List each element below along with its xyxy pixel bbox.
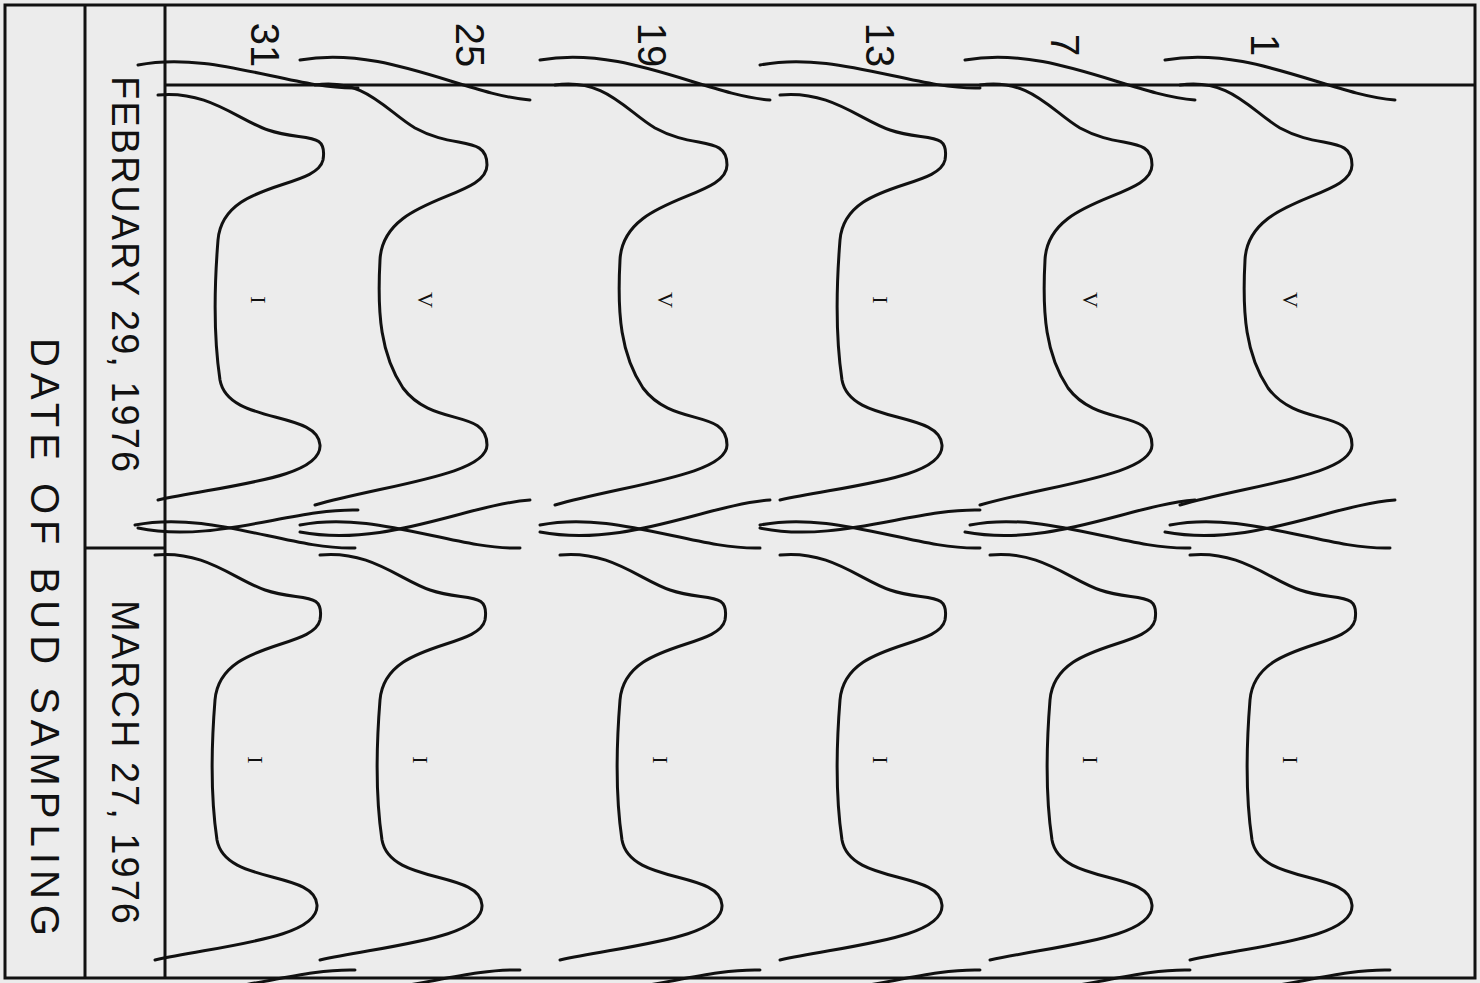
stage-mark: I xyxy=(869,296,891,303)
stage-mark: I xyxy=(1079,756,1101,763)
column-heading: FEBRUARY 29, 1976 xyxy=(106,76,144,474)
bud-profile xyxy=(760,522,980,983)
bud-profile xyxy=(965,57,1195,535)
stage-mark: I xyxy=(1279,756,1301,763)
stage-mark: I xyxy=(649,756,671,763)
stage-mark: I xyxy=(247,296,269,303)
bud-profile xyxy=(1170,522,1390,983)
row-number: 7 xyxy=(1045,34,1085,56)
bud-profile xyxy=(138,62,358,532)
bud-profile xyxy=(540,522,760,983)
grid-line xyxy=(84,5,87,978)
row-number: 13 xyxy=(860,23,900,68)
frame xyxy=(5,5,1475,978)
stage-mark: I xyxy=(869,756,891,763)
stage-mark: V xyxy=(1279,292,1301,308)
stage-mark: V xyxy=(414,292,436,308)
bud-profile xyxy=(970,522,1190,983)
stage-mark: V xyxy=(654,292,676,308)
stage-mark: I xyxy=(409,756,431,763)
grid-line xyxy=(164,5,167,978)
stage-mark: V xyxy=(1079,292,1101,308)
bud-profile xyxy=(135,522,355,983)
row-number: 31 xyxy=(245,23,285,68)
stage-mark: I xyxy=(244,756,266,763)
bud-profile xyxy=(1165,57,1395,535)
row-number: 19 xyxy=(632,23,672,68)
grid-line xyxy=(165,84,1475,87)
axis-title: DATE OF BUD SAMPLING xyxy=(25,338,65,942)
row-number: 1 xyxy=(1245,34,1285,56)
bud-profile xyxy=(300,57,530,535)
bud-profile xyxy=(760,62,980,532)
bud-profile xyxy=(540,57,770,535)
column-heading: MARCH 27, 1976 xyxy=(106,600,144,926)
row-number: 25 xyxy=(450,23,490,68)
bud-profile xyxy=(300,522,520,983)
grid-line xyxy=(85,547,165,550)
